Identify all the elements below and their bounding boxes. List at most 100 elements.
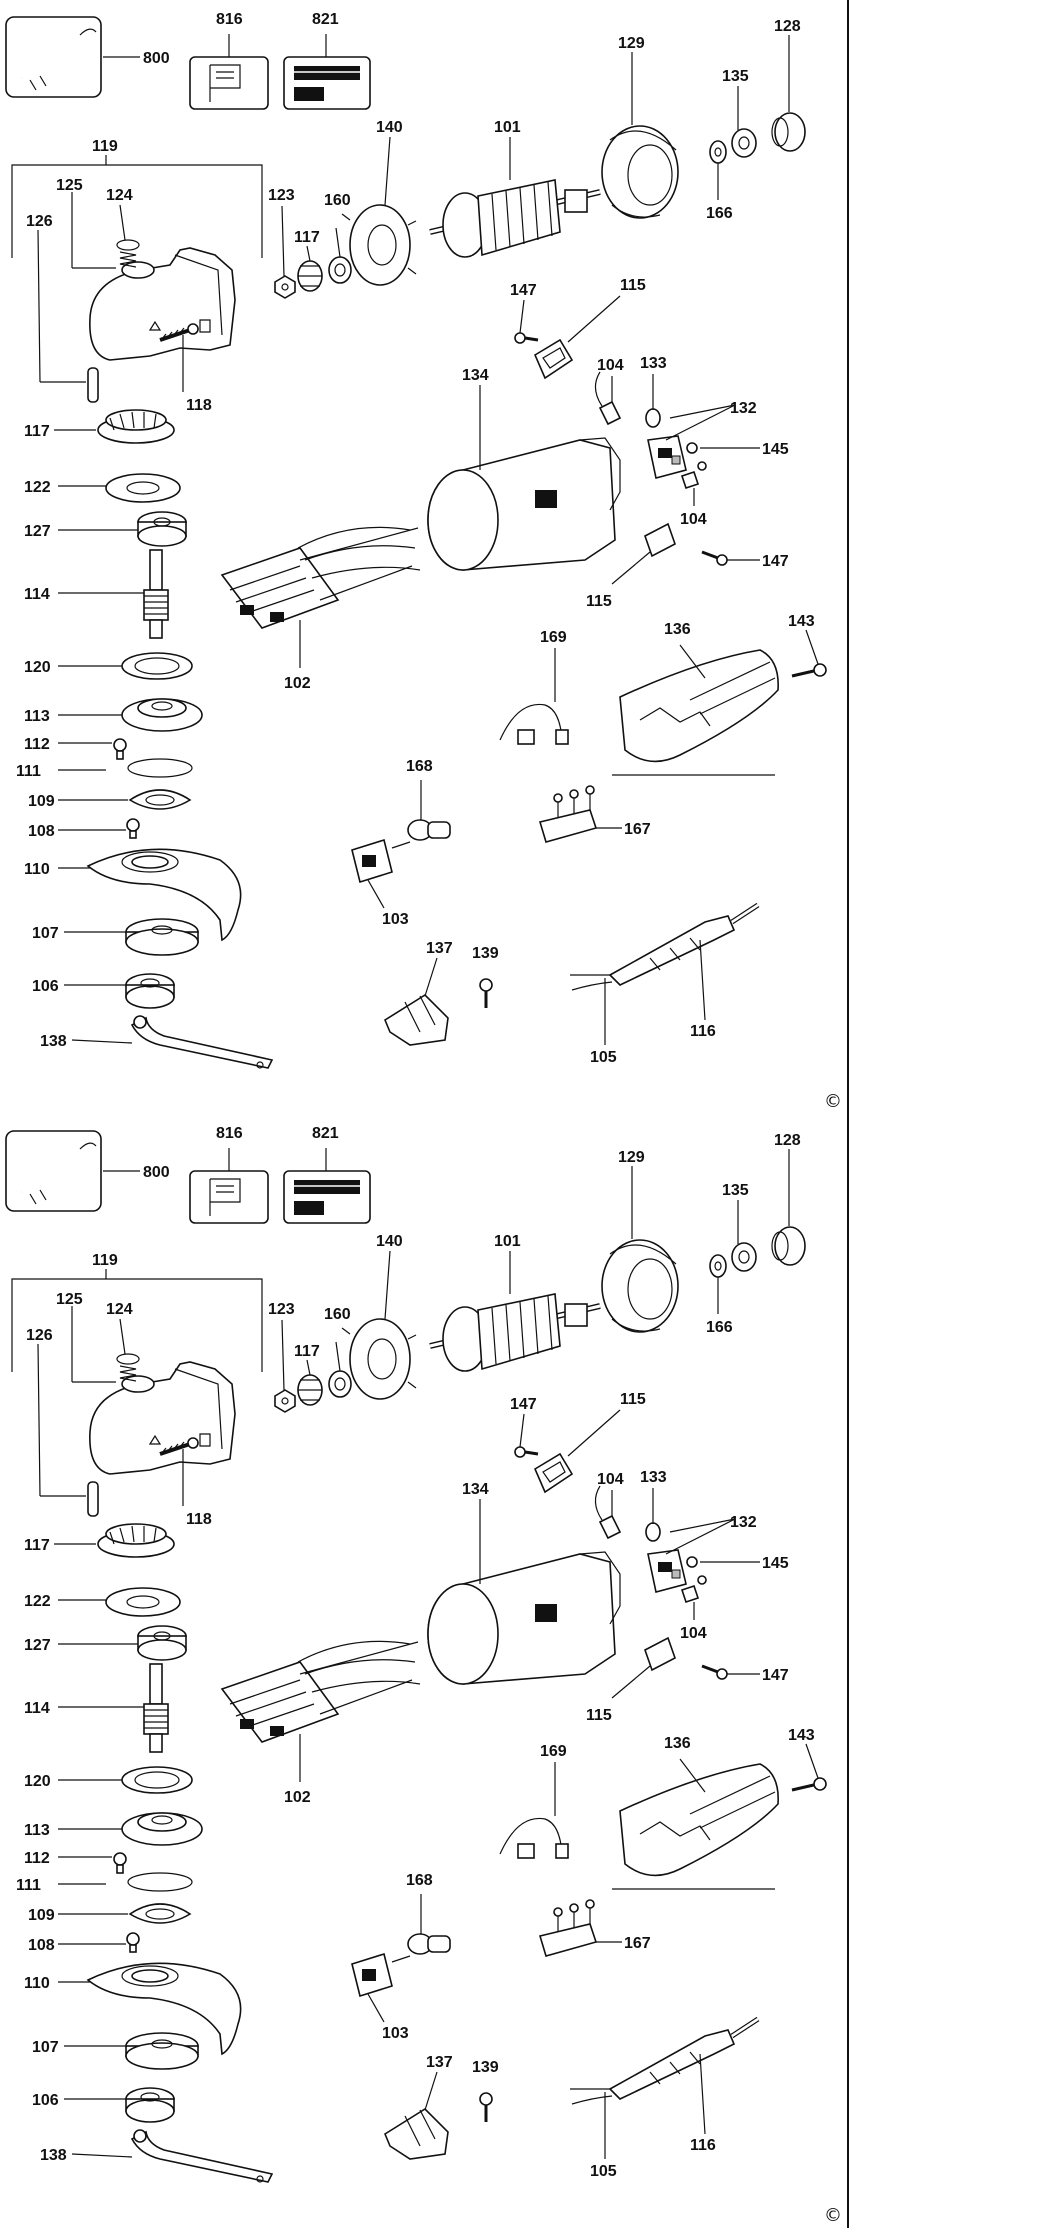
label-101: 101	[494, 119, 521, 136]
label-143: 143	[788, 613, 815, 630]
part-114-spindle	[143, 549, 169, 639]
part-122-bearing-plate	[105, 473, 181, 503]
part-800-tool-icon	[5, 16, 102, 98]
part-120-sealing-ring	[121, 652, 193, 680]
label-132-lower: 132	[730, 1514, 757, 1531]
label-800: 800	[143, 50, 170, 67]
part-140-fan-baffle-lower	[341, 1318, 417, 1400]
part-110-wheel-guard-lower	[86, 1962, 242, 2056]
part-145-screw-lower	[686, 1556, 707, 1585]
part-117-bevel-gear-lower	[97, 1523, 175, 1558]
part-133-spring-lower	[645, 1522, 661, 1542]
part-number-labels: 800 816 821 129 128 135 166 119 140 101 …	[16, 11, 815, 1066]
part-136-rear-cover-lower	[619, 1763, 779, 1877]
part-115-brush-cap-bottom-lower	[644, 1636, 676, 1672]
part-109-clamp-ring-lower	[128, 1903, 192, 1924]
part-129-end-shield-lower	[601, 1239, 679, 1333]
label-125: 125	[56, 177, 83, 194]
label-147-bottom: 147	[762, 553, 789, 570]
label-119-lower: 119	[92, 1252, 118, 1269]
gear-case-assembly-bracket	[11, 164, 263, 258]
label-106: 106	[32, 978, 59, 995]
part-147-screw-bottom-lower	[701, 1664, 728, 1680]
label-147-top: 147	[510, 282, 537, 299]
part-104-carbon-brush-bottom	[680, 470, 700, 490]
label-105-lower: 105	[590, 2163, 617, 2180]
part-169-lead-wire-lower	[499, 1817, 569, 1859]
label-816: 816	[216, 11, 243, 28]
label-139-lower: 139	[472, 2059, 499, 2076]
label-147-bottom-lower: 147	[762, 1667, 789, 1684]
part-125-spring-lower	[119, 1365, 137, 1382]
part-101-armature	[429, 179, 601, 258]
label-127: 127	[24, 523, 51, 540]
part-132-brush-holder	[647, 435, 687, 479]
label-124: 124	[106, 187, 133, 204]
part-143-screw-lower	[791, 1777, 827, 1792]
part-117-pinion	[297, 260, 323, 292]
part-138-pin-spanner	[130, 1015, 274, 1069]
label-168: 168	[406, 758, 433, 775]
label-143-lower: 143	[788, 1727, 815, 1744]
label-117-pinion: 117	[294, 229, 320, 246]
label-166-lower: 166	[706, 1319, 733, 1336]
part-147-screw-top-lower	[514, 1446, 539, 1458]
part-110-wheel-guard	[86, 848, 242, 942]
label-120: 120	[24, 659, 51, 676]
part-816-label-flag	[189, 56, 269, 110]
label-136-lower: 136	[664, 1735, 691, 1752]
label-137-lower: 137	[426, 2054, 453, 2071]
label-124-lower: 124	[106, 1301, 133, 1318]
label-147-top-lower: 147	[510, 1396, 537, 1413]
part-124-o-ring-lower	[116, 1353, 140, 1365]
part-140-fan-baffle	[341, 204, 417, 286]
label-117-gear: 117	[24, 423, 50, 440]
part-166-washer-lower	[709, 1254, 727, 1278]
part-800-tool-icon-lower	[5, 1130, 102, 1212]
diagram-panel-bottom: 800 816 821 129 128 135 166 119 140 101 …	[5, 1125, 827, 2183]
label-109-lower: 109	[28, 1907, 55, 1924]
gear-case-assembly-bracket-lower	[11, 1278, 263, 1372]
label-113: 113	[24, 708, 50, 725]
label-101-lower: 101	[494, 1233, 521, 1250]
part-115-brush-cap-bottom	[644, 522, 676, 558]
part-134-motor-housing-lower	[427, 1551, 621, 1685]
label-103: 103	[382, 911, 409, 928]
label-120-lower: 120	[24, 1773, 51, 1790]
label-107: 107	[32, 925, 59, 942]
label-129: 129	[618, 35, 645, 52]
part-112-screw-lower	[113, 1852, 127, 1874]
label-103-lower: 103	[382, 2025, 409, 2042]
label-115-top-lower: 115	[620, 1391, 646, 1408]
label-136: 136	[664, 621, 691, 638]
label-102-lower: 102	[284, 1789, 311, 1806]
part-128-bearing-ring	[771, 112, 806, 152]
label-123-lower: 123	[268, 1301, 295, 1318]
label-126-lower: 126	[26, 1327, 53, 1344]
label-110: 110	[24, 861, 50, 878]
part-168-switch-button	[407, 819, 451, 841]
label-104-top: 104	[597, 357, 624, 374]
label-816-lower: 816	[216, 1125, 243, 1142]
label-169: 169	[540, 629, 567, 646]
part-116-cord-protector-lower	[608, 2016, 760, 2100]
label-112-lower: 112	[24, 1850, 50, 1867]
part-103-switch	[351, 838, 411, 884]
label-821-lower: 821	[312, 1125, 339, 1142]
label-127-lower: 127	[24, 1637, 51, 1654]
part-122-bearing-plate-lower	[105, 1587, 181, 1617]
part-104-carbon-brush-top-lower	[594, 1485, 622, 1540]
part-129-end-shield	[601, 125, 679, 219]
part-119-gear-case	[89, 247, 236, 361]
part-145-screw	[686, 442, 707, 471]
label-118: 118	[186, 397, 212, 414]
label-113-lower: 113	[24, 1822, 50, 1839]
label-145: 145	[762, 441, 789, 458]
label-140: 140	[376, 119, 403, 136]
part-168-switch-button-lower	[407, 1933, 451, 1955]
part-821-rating-label	[283, 56, 371, 110]
label-125-lower: 125	[56, 1291, 83, 1308]
label-145-lower: 145	[762, 1555, 789, 1572]
label-132: 132	[730, 400, 757, 417]
label-109: 109	[28, 793, 55, 810]
